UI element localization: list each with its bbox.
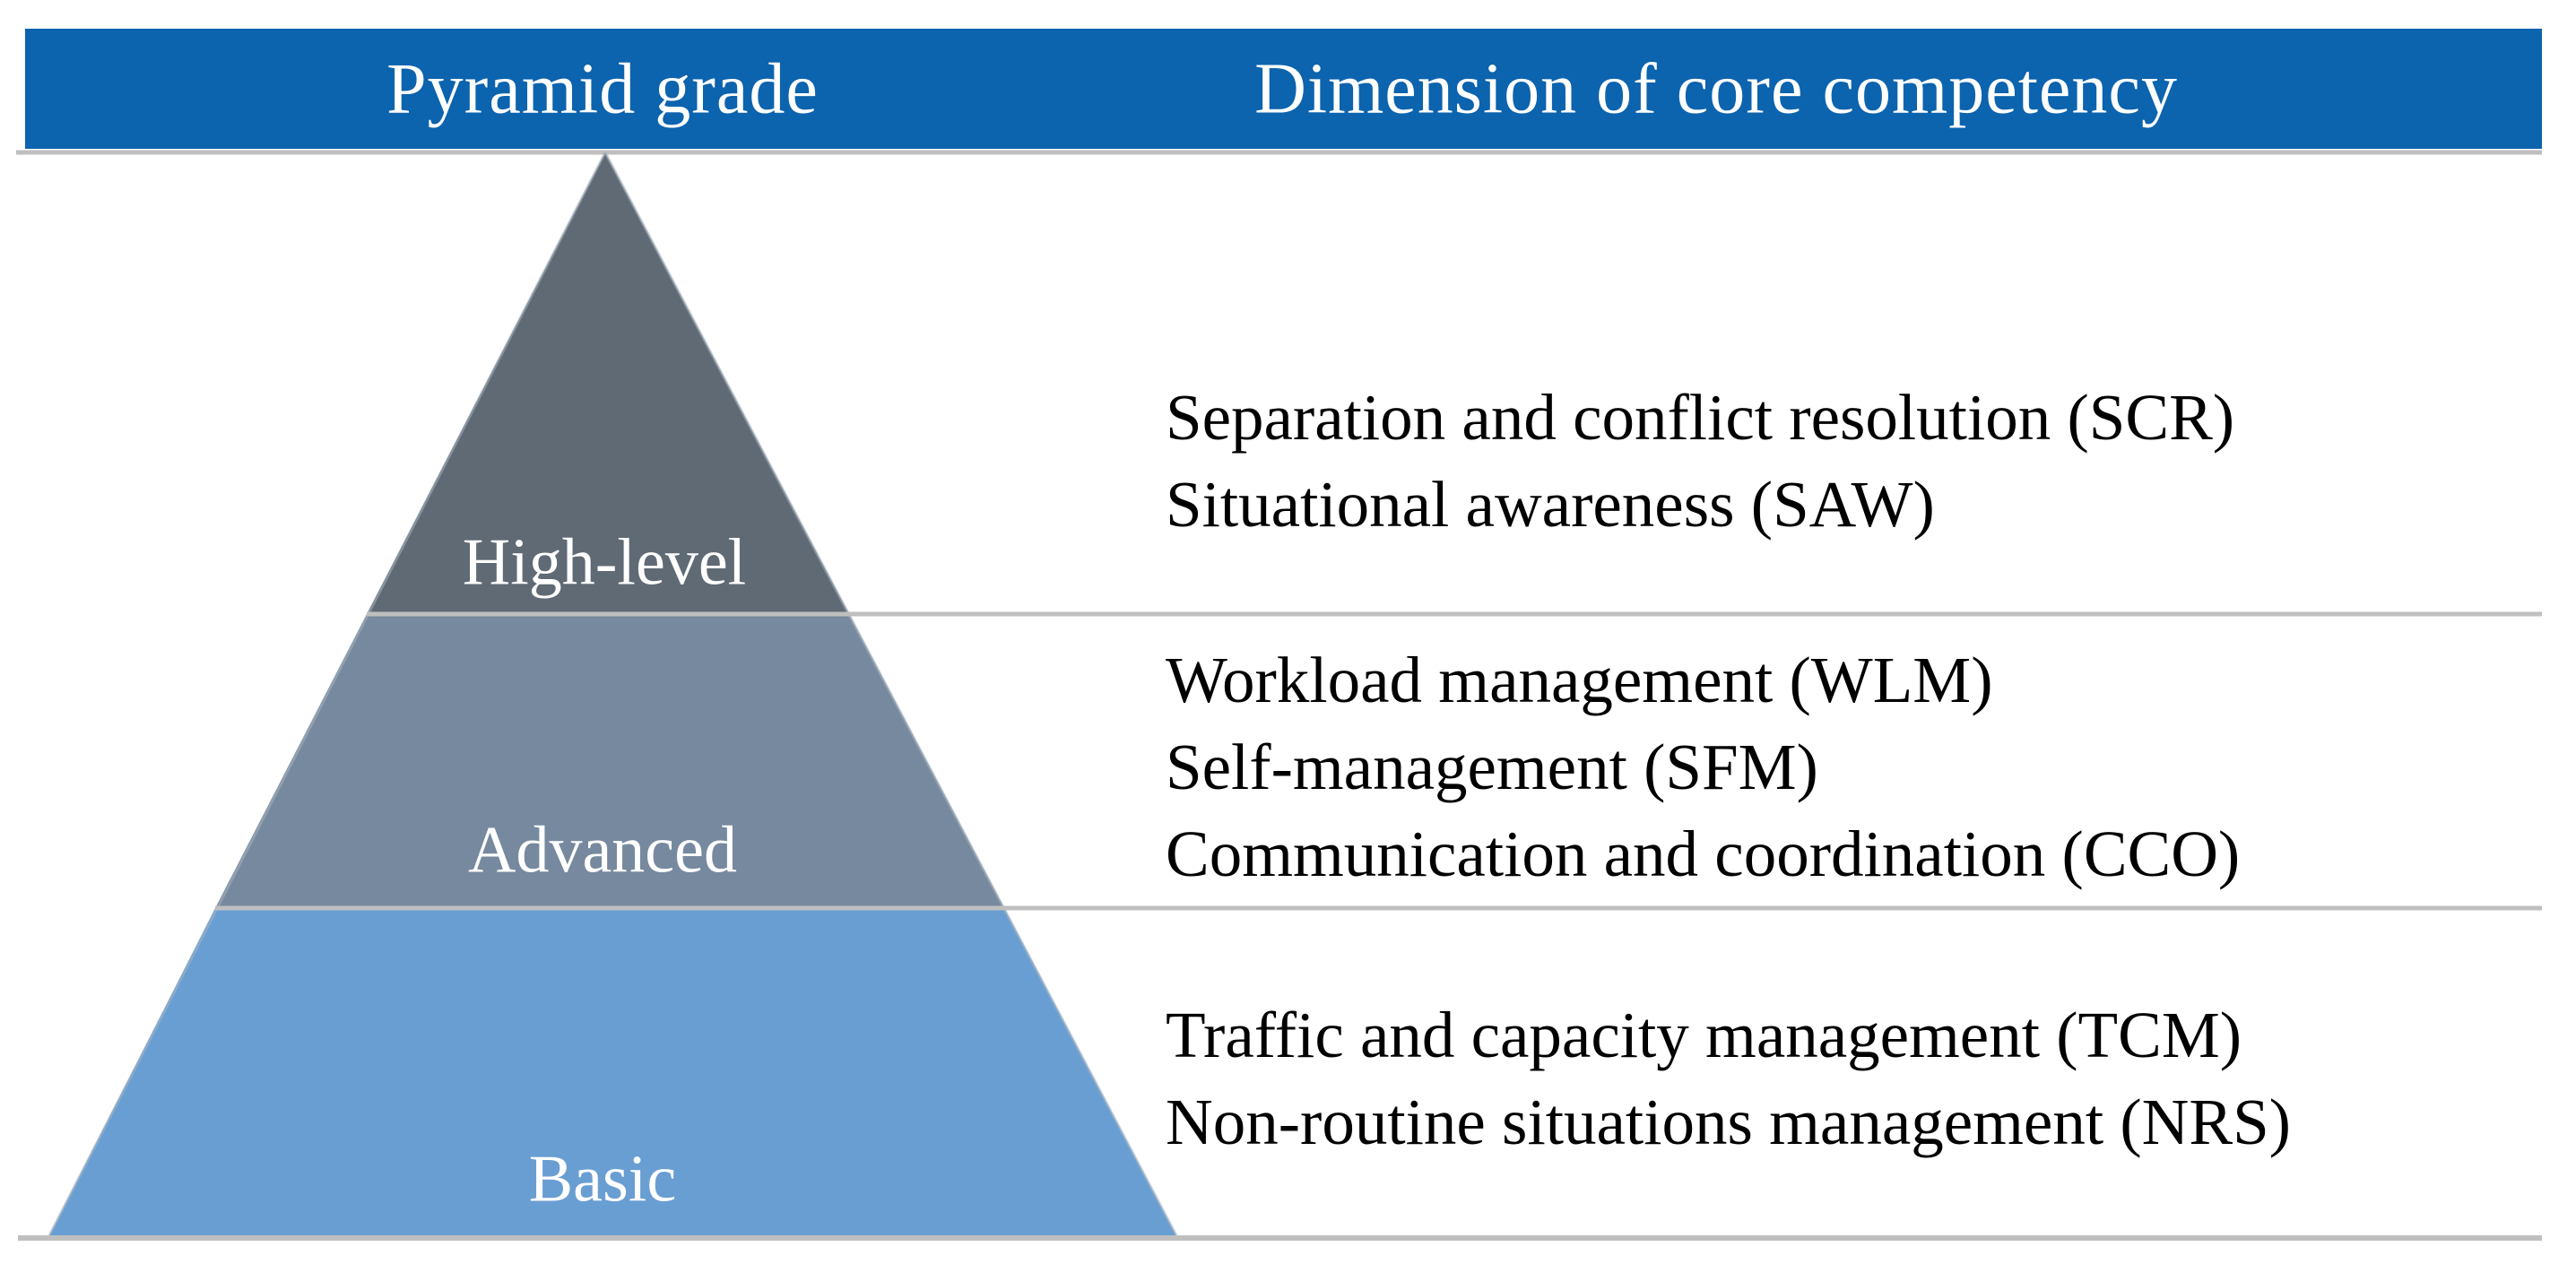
pyramid-section-advanced xyxy=(215,614,1004,908)
competencies-basic: Traffic and capacity management (TCM) No… xyxy=(1166,991,2291,1165)
pyramid-section-high-level xyxy=(367,152,849,614)
competency-item: Self-management (SFM) xyxy=(1166,731,1818,803)
label-basic: Basic xyxy=(528,1142,677,1216)
header-bar xyxy=(25,29,2542,149)
pyramid-right-edge-highlight xyxy=(603,152,1178,1236)
competency-item: Non-routine situations management (NRS) xyxy=(1166,1086,2291,1158)
header-col-pyramid-grade: Pyramid grade xyxy=(386,49,819,129)
header-col-dimension: Dimension of core competency xyxy=(1254,49,2178,129)
competency-item: Traffic and capacity management (TCM) xyxy=(1166,999,2242,1071)
label-advanced: Advanced xyxy=(468,813,737,887)
label-high-level: High-level xyxy=(462,525,747,600)
competencies-advanced: Workload management (WLM) Self-managemen… xyxy=(1166,636,2240,897)
competency-item: Situational awareness (SAW) xyxy=(1166,468,1935,541)
competencies-high-level: Separation and conflict resolution (SCR)… xyxy=(1166,374,2234,548)
competency-item: Communication and coordination (CCO) xyxy=(1166,818,2241,890)
competency-item: Workload management (WLM) xyxy=(1166,644,1993,716)
pyramid-section-basic xyxy=(49,908,1176,1235)
pyramid-left-edge-highlight xyxy=(48,152,607,1236)
competency-item: Separation and conflict resolution (SCR) xyxy=(1166,381,2235,454)
